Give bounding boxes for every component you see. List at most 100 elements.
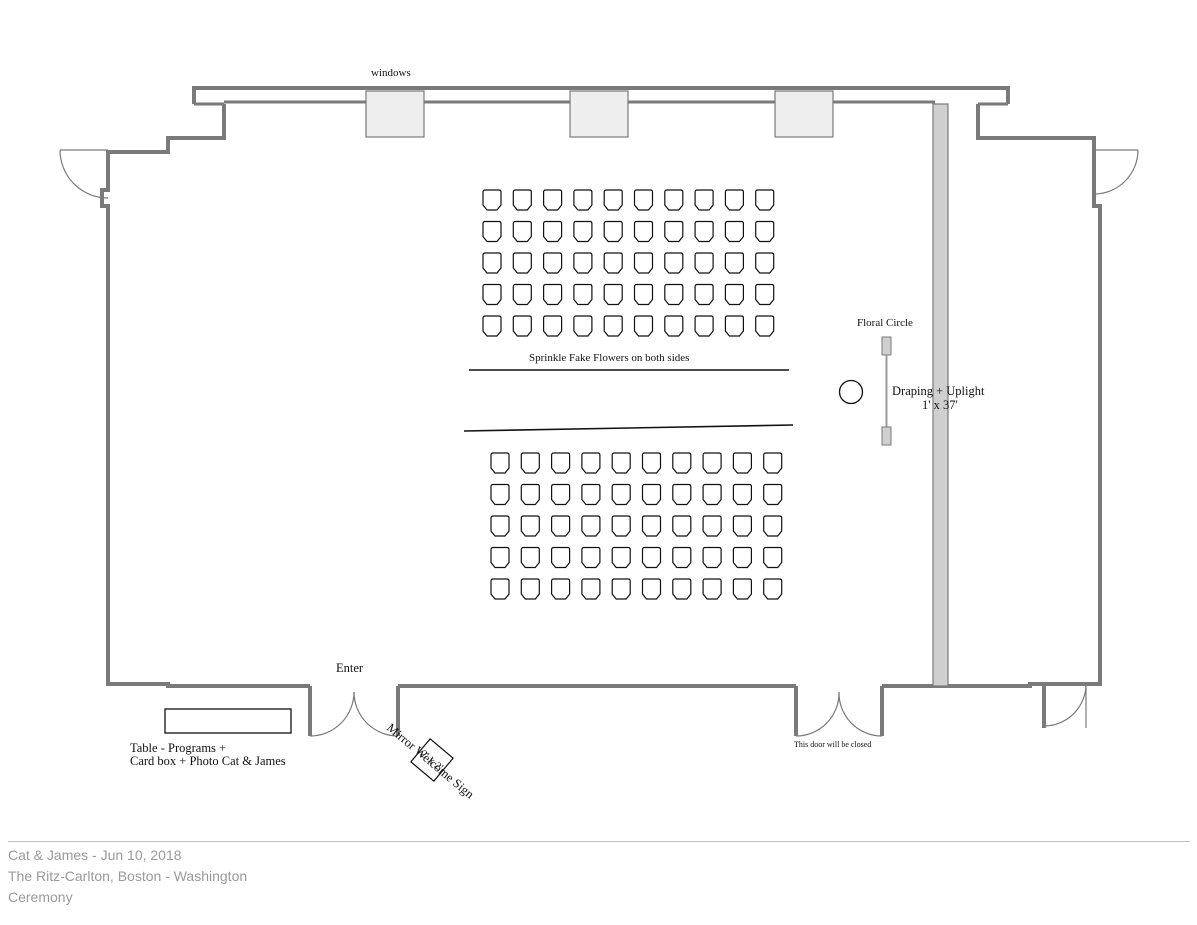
chair bbox=[542, 189, 563, 211]
chair bbox=[732, 483, 753, 506]
chair bbox=[672, 578, 692, 600]
chair bbox=[763, 515, 783, 537]
chair bbox=[732, 546, 753, 569]
right-bottom-door bbox=[1043, 683, 1087, 728]
window-3 bbox=[774, 90, 834, 138]
enter-label: Enter bbox=[336, 661, 364, 675]
chair bbox=[482, 220, 502, 243]
chair bbox=[702, 452, 722, 474]
chair bbox=[694, 315, 714, 337]
chair bbox=[581, 546, 601, 569]
chair bbox=[490, 452, 510, 474]
chair bbox=[573, 252, 593, 274]
chair bbox=[542, 220, 563, 243]
chair bbox=[702, 546, 722, 569]
chair bbox=[581, 452, 601, 474]
chair bbox=[603, 283, 623, 306]
chair bbox=[755, 189, 775, 211]
aisle-line-bottom bbox=[463, 424, 794, 432]
chair bbox=[694, 283, 714, 306]
chair bbox=[490, 515, 510, 537]
chair bbox=[573, 315, 593, 337]
chair bbox=[520, 452, 540, 474]
chair bbox=[490, 483, 510, 506]
chair bbox=[611, 578, 631, 600]
chair bbox=[520, 546, 540, 569]
chair bbox=[581, 578, 601, 600]
chair bbox=[672, 546, 692, 569]
footer-venue: The Ritz-Carlton, Boston - Washington bbox=[8, 868, 248, 884]
left-wall bbox=[100, 104, 310, 688]
chair bbox=[641, 483, 662, 506]
right-wall bbox=[976, 104, 1102, 686]
table-label-line2: Card box + Photo Cat & James bbox=[130, 754, 286, 768]
chair bbox=[611, 483, 631, 506]
chair bbox=[755, 283, 775, 306]
chair bbox=[611, 452, 631, 474]
floral-circle bbox=[838, 379, 864, 405]
chair bbox=[482, 189, 502, 211]
seating-block-top bbox=[482, 189, 775, 337]
chair bbox=[763, 483, 783, 506]
draping-label-line1: Draping + Uplight bbox=[892, 384, 985, 398]
chair bbox=[724, 220, 745, 243]
chair bbox=[732, 578, 753, 600]
chair bbox=[633, 220, 654, 243]
bottom-wall bbox=[308, 682, 1046, 736]
chair bbox=[512, 283, 532, 306]
chair bbox=[550, 452, 571, 474]
chair bbox=[702, 515, 722, 537]
window-1 bbox=[365, 90, 425, 138]
chair bbox=[542, 252, 563, 274]
chair bbox=[724, 252, 745, 274]
closed-doors bbox=[795, 691, 883, 737]
chair bbox=[672, 452, 692, 474]
chair bbox=[482, 252, 502, 274]
chair bbox=[550, 515, 571, 537]
chair bbox=[633, 189, 654, 211]
chair bbox=[581, 483, 601, 506]
chair bbox=[763, 546, 783, 569]
chair bbox=[573, 283, 593, 306]
chair bbox=[664, 189, 684, 211]
chair bbox=[581, 515, 601, 537]
chair bbox=[603, 189, 623, 211]
chair bbox=[664, 220, 684, 243]
chair bbox=[573, 189, 593, 211]
chair bbox=[550, 546, 571, 569]
footer-divider bbox=[8, 841, 1190, 842]
chair bbox=[550, 483, 571, 506]
floral-arch bbox=[881, 336, 892, 446]
chair bbox=[603, 315, 623, 337]
chair bbox=[755, 315, 775, 337]
chair bbox=[482, 283, 502, 306]
chair bbox=[490, 578, 510, 600]
chair bbox=[512, 189, 532, 211]
chair bbox=[702, 578, 722, 600]
chair bbox=[641, 578, 662, 600]
chair bbox=[755, 220, 775, 243]
chair bbox=[724, 315, 745, 337]
chair bbox=[732, 515, 753, 537]
chair bbox=[702, 483, 722, 506]
chair bbox=[763, 452, 783, 474]
chair bbox=[672, 483, 692, 506]
chair bbox=[512, 220, 532, 243]
chair bbox=[520, 578, 540, 600]
chair bbox=[641, 546, 662, 569]
chair bbox=[755, 252, 775, 274]
draping-label-line2: 1' x 37' bbox=[922, 398, 958, 412]
footer-section: Ceremony bbox=[8, 889, 73, 905]
chair bbox=[633, 315, 654, 337]
chair bbox=[512, 315, 532, 337]
right-top-door bbox=[1093, 149, 1139, 195]
chair bbox=[694, 252, 714, 274]
floor-plan: windows bbox=[59, 67, 1139, 802]
chair bbox=[664, 252, 684, 274]
chair bbox=[641, 452, 662, 474]
door-closed-label: This door will be closed bbox=[794, 740, 871, 749]
chair bbox=[520, 483, 540, 506]
chair bbox=[542, 315, 563, 337]
chair bbox=[542, 283, 563, 306]
table-label-line1: Table - Programs + bbox=[130, 741, 226, 755]
